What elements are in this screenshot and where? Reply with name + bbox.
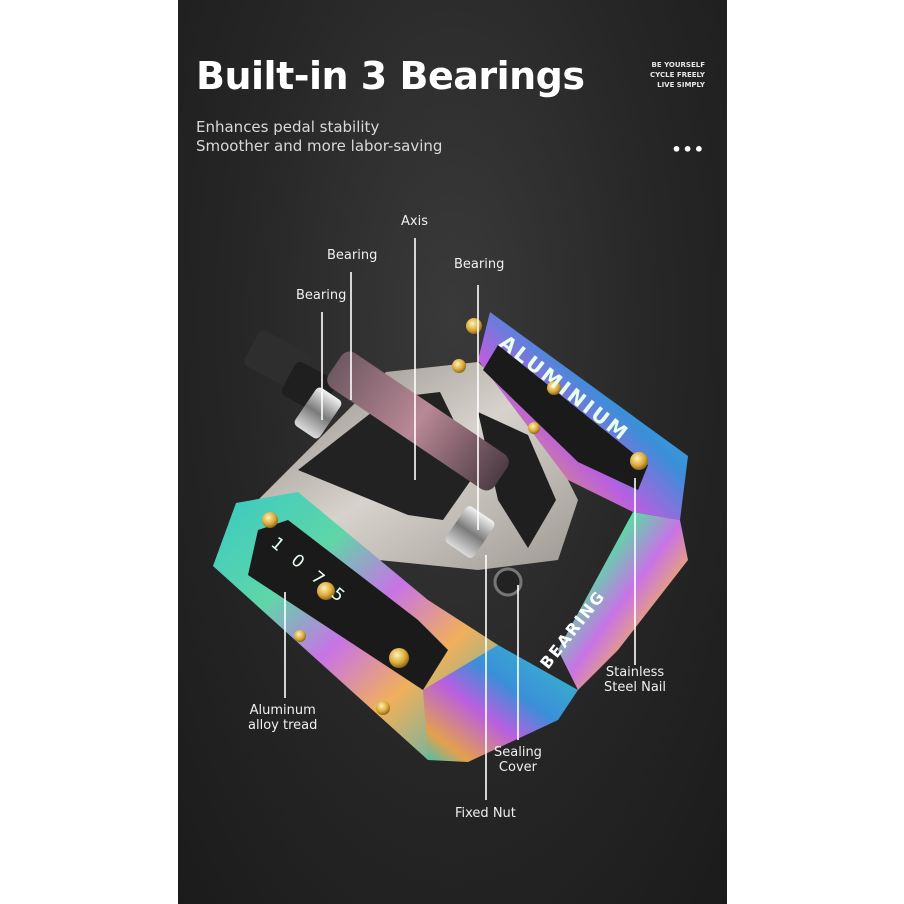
label-aluminum-alloy-tread: Aluminum alloy tread	[248, 703, 317, 733]
label-line: Cover	[498, 760, 537, 775]
subtitle-line-2: Smoother and more labor-saving	[196, 137, 443, 155]
label-axis: Axis	[401, 214, 428, 229]
pedal-frame-inner-top	[483, 345, 648, 490]
pedal-cutout	[478, 412, 556, 548]
slogan-line: CYCLE FREELY	[650, 71, 705, 79]
brand-slogan: BE YOURSELF CYCLE FREELY LIVE SIMPLY	[565, 60, 705, 90]
slogan-line: LIVE SIMPLY	[657, 81, 705, 89]
pedal-frame-bottom	[423, 645, 578, 762]
label-line: Steel Nail	[604, 680, 667, 695]
pedal-frame-right	[558, 512, 688, 690]
subtitle: Enhances pedal stability Smoother and mo…	[196, 118, 442, 156]
label-stainless-steel-nail: Stainless Steel Nail	[604, 665, 666, 695]
slogan-line: BE YOURSELF	[651, 61, 705, 69]
label-line: Stainless	[605, 665, 665, 680]
label-line: alloy tread	[248, 718, 318, 733]
label-bearing-top: Bearing	[327, 248, 378, 263]
pedal-illustration: ALUMINIUM BEARING 1 0 7 5	[213, 238, 688, 800]
product-panel: Built-in 3 Bearings BE YOURSELF CYCLE FR…	[178, 0, 727, 904]
label-fixed-nut: Fixed Nut	[455, 806, 516, 821]
page-title: Built-in 3 Bearings	[196, 54, 585, 98]
pedal-axle	[244, 330, 523, 597]
gold-pins	[262, 318, 648, 715]
label-line: Sealing	[494, 745, 542, 760]
label-sealing-cover: Sealing Cover	[494, 745, 542, 775]
callout-lines	[284, 238, 636, 800]
label-line: Aluminum	[249, 703, 316, 718]
label-bearing-right: Bearing	[454, 257, 505, 272]
subtitle-line-1: Enhances pedal stability	[196, 118, 380, 136]
label-bearing-left: Bearing	[296, 288, 347, 303]
pedal-frame-inner-left	[248, 520, 448, 690]
more-dots-icon: •••	[671, 140, 705, 159]
